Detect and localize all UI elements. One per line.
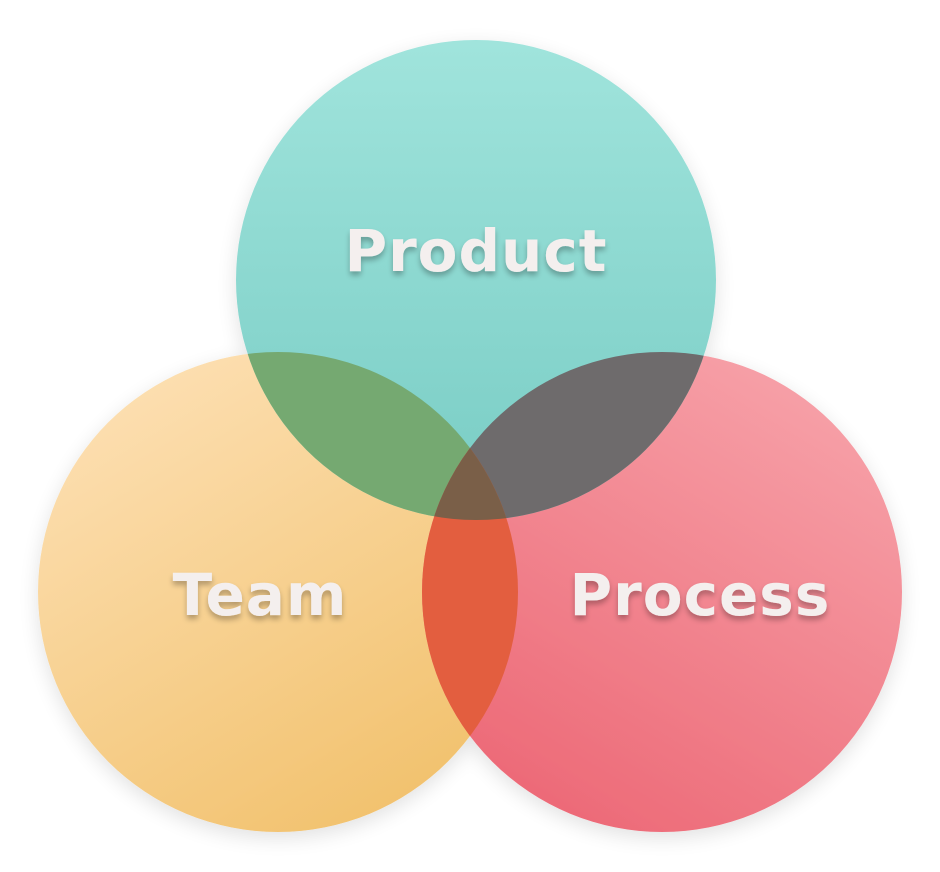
product-process-overlap: [422, 352, 716, 520]
process-label: Process: [570, 561, 831, 629]
team-label: Team: [173, 561, 348, 629]
product-label: Product: [345, 217, 608, 285]
product-team-overlap: [236, 352, 518, 520]
